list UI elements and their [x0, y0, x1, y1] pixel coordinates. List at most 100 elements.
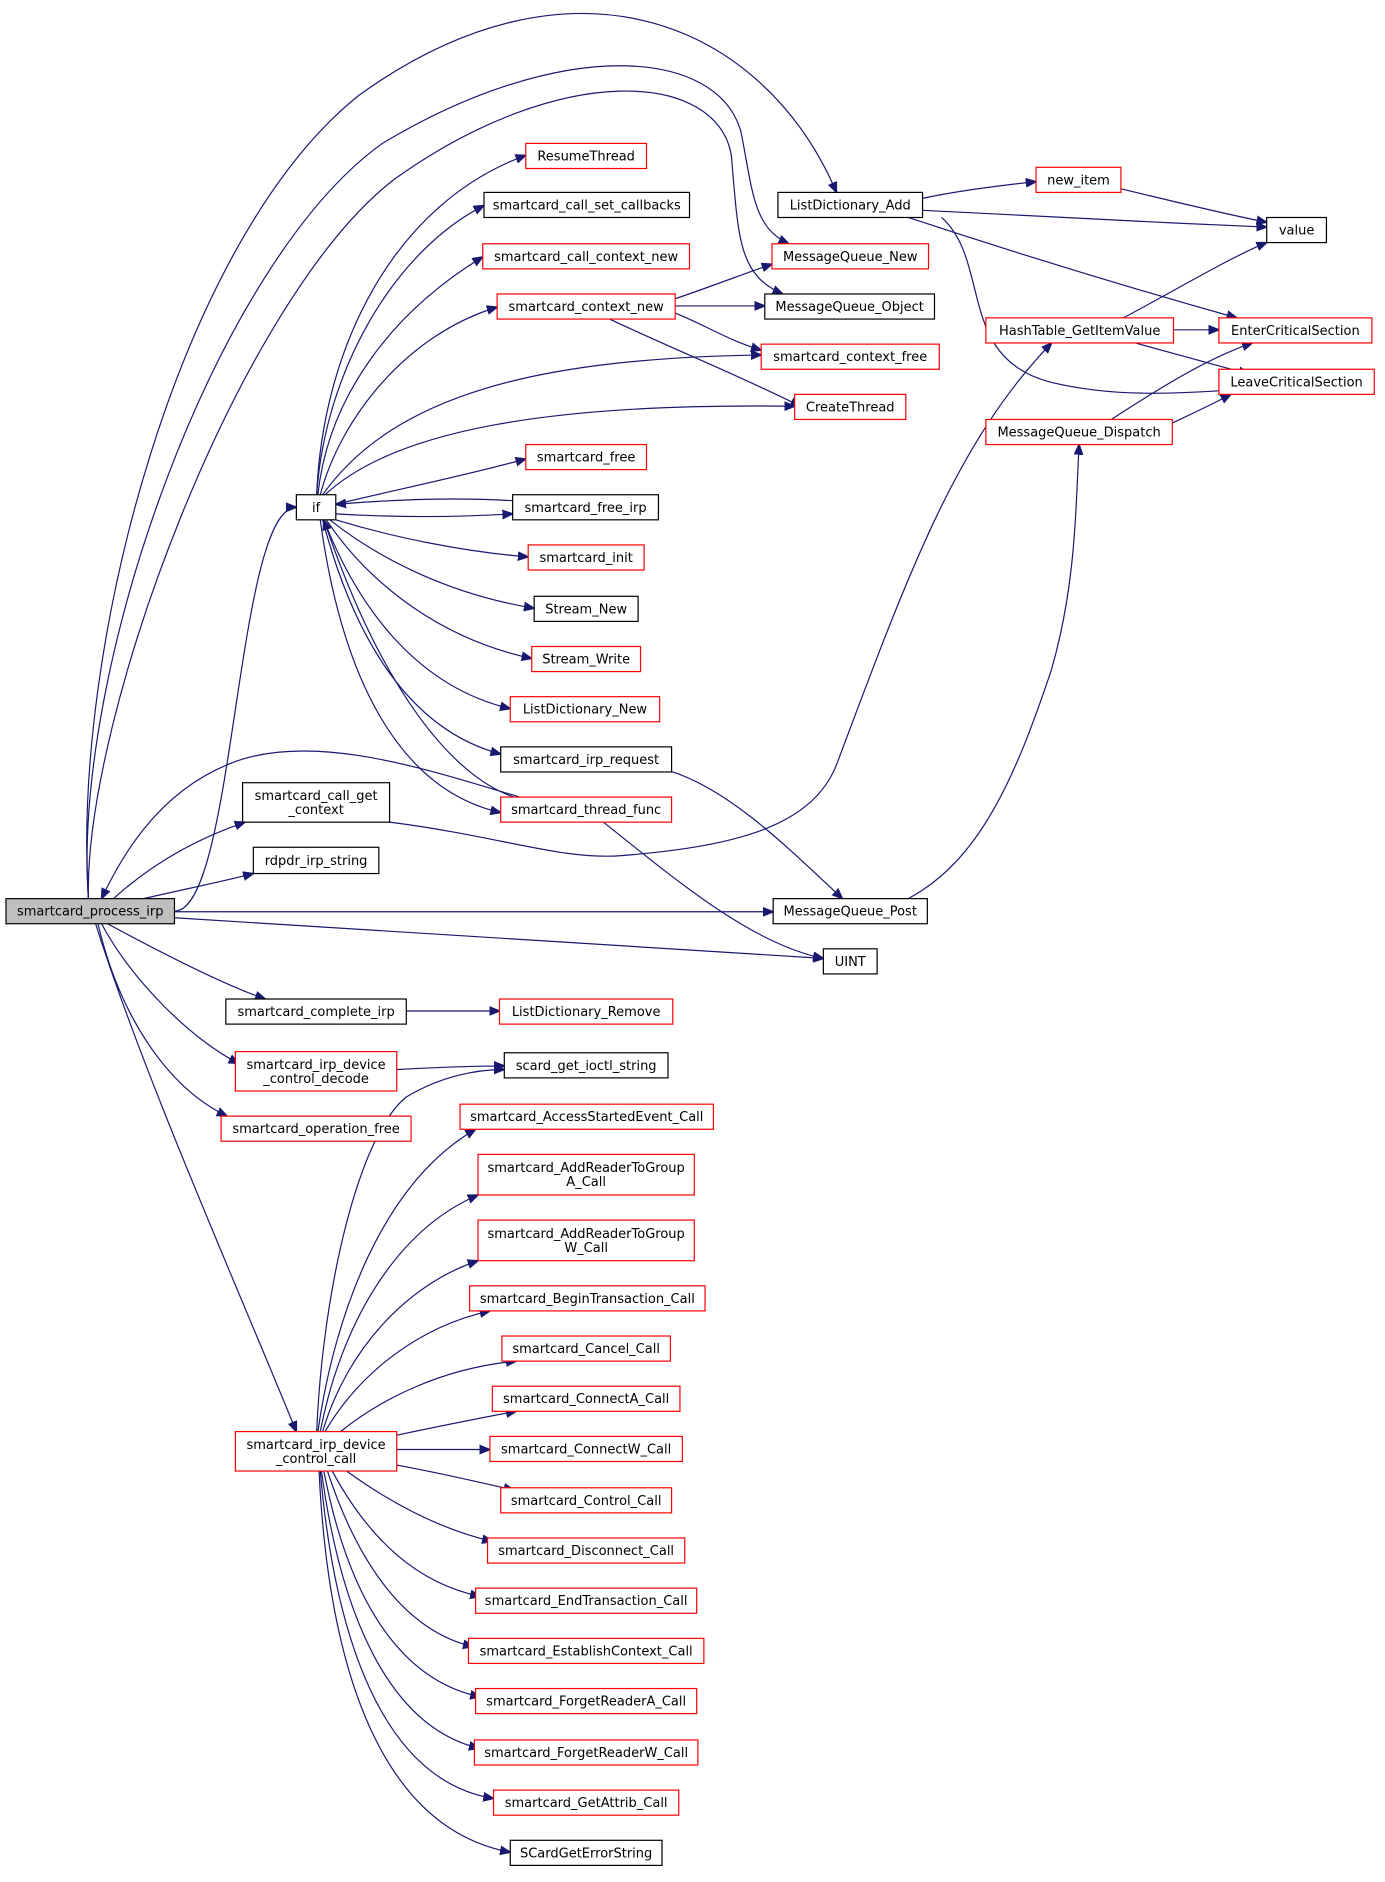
- edge-smartcard_context_new-to-smartcard_context_free: [675, 313, 761, 350]
- node-label: _context: [287, 803, 344, 818]
- node-smartcard_irp_device_control_call[interactable]: smartcard_irp_device_control_call: [234, 1431, 398, 1472]
- node-label: smartcard_EstablishContext_Call: [480, 1644, 693, 1659]
- edge-smartcard_irp_device_control_call-to-smartcard_Control_Call: [397, 1465, 514, 1490]
- node-label: smartcard_ConnectW_Call: [501, 1442, 671, 1457]
- node-smartcard_irp_device_control_decode[interactable]: smartcard_irp_device_control_decode: [234, 1050, 398, 1092]
- node-ListDictionary_New[interactable]: ListDictionary_New: [509, 696, 661, 723]
- edge-if-to-Stream_New: [330, 520, 534, 608]
- node-label: MessageQueue_New: [783, 250, 918, 265]
- node-smartcard_ConnectA_Call[interactable]: smartcard_ConnectA_Call: [491, 1385, 681, 1412]
- edge-smartcard_irp_device_control_call-to-smartcard_EndTransaction_Call: [332, 1471, 480, 1596]
- node-smartcard_free[interactable]: smartcard_free: [525, 443, 648, 471]
- node-box: [234, 1431, 398, 1472]
- node-box: [500, 1487, 673, 1514]
- node-box: [5, 898, 176, 925]
- node-smartcard_complete_irp[interactable]: smartcard_complete_irp: [225, 998, 407, 1025]
- node-smartcard_EndTransaction_Call[interactable]: smartcard_EndTransaction_Call: [475, 1587, 698, 1614]
- node-smartcard_context_new[interactable]: smartcard_context_new: [496, 293, 676, 320]
- node-Stream_New[interactable]: Stream_New: [533, 595, 639, 622]
- node-smartcard_call_get_context[interactable]: smartcard_call_get_context: [241, 782, 391, 823]
- node-EnterCriticalSection[interactable]: EnterCriticalSection: [1218, 317, 1373, 344]
- node-box: [491, 1385, 681, 1412]
- node-smartcard_EstablishContext_Call[interactable]: smartcard_EstablishContext_Call: [467, 1637, 705, 1665]
- node-smartcard_operation_free[interactable]: smartcard_operation_free: [220, 1115, 412, 1142]
- node-smartcard_ForgetReaderA_Call[interactable]: smartcard_ForgetReaderA_Call: [475, 1687, 698, 1715]
- node-box: [486, 1537, 686, 1564]
- node-label: smartcard_operation_free: [232, 1122, 399, 1137]
- node-smartcard_thread_func[interactable]: smartcard_thread_func: [500, 796, 673, 823]
- node-box: [500, 746, 673, 773]
- node-smartcard_call_set_callbacks[interactable]: smartcard_call_set_callbacks: [483, 191, 691, 219]
- node-MessageQueue_New[interactable]: MessageQueue_New: [771, 243, 930, 270]
- node-ListDictionary_Add[interactable]: ListDictionary_Add: [777, 191, 924, 219]
- node-smartcard_Cancel_Call[interactable]: smartcard_Cancel_Call: [501, 1335, 671, 1362]
- node-ResumeThread[interactable]: ResumeThread: [525, 142, 648, 170]
- node-smartcard_GetAttrib_Call[interactable]: smartcard_GetAttrib_Call: [492, 1789, 680, 1816]
- node-label: smartcard_Cancel_Call: [512, 1342, 660, 1357]
- edge-smartcard_process_irp-to-MessageQueue_Object: [88, 91, 782, 899]
- node-label: smartcard_ForgetReaderW_Call: [484, 1746, 688, 1761]
- node-smartcard_ConnectW_Call[interactable]: smartcard_ConnectW_Call: [489, 1435, 683, 1463]
- node-box: [1266, 216, 1328, 244]
- node-label: smartcard_thread_func: [511, 803, 661, 818]
- node-label: Stream_Write: [542, 653, 630, 668]
- edge-if-to-CreateThread: [325, 406, 795, 495]
- node-label: smartcard_ForgetReaderA_Call: [486, 1695, 686, 1710]
- node-box: [225, 998, 407, 1025]
- edge-HashTable_GetItemValue-to-value: [1123, 243, 1266, 318]
- node-ListDictionary_Remove[interactable]: ListDictionary_Remove: [498, 998, 674, 1025]
- edge-smartcard_call_get_context-to-HashTable_GetItemValue: [390, 343, 1052, 856]
- node-box: [1218, 368, 1375, 395]
- node-MessageQueue_Object[interactable]: MessageQueue_Object: [764, 293, 936, 320]
- node-box: [252, 846, 380, 875]
- node-smartcard_context_free[interactable]: smartcard_context_free: [760, 343, 940, 370]
- node-box: [492, 1789, 680, 1816]
- node-smartcard_call_context_new[interactable]: smartcard_call_context_new: [482, 243, 691, 270]
- node-CreateThread[interactable]: CreateThread: [794, 393, 907, 421]
- node-box: [459, 1103, 715, 1130]
- edge-smartcard_process_irp-to-UINT: [174, 918, 823, 959]
- node-label: smartcard_call_context_new: [494, 250, 678, 265]
- node-smartcard_BeginTransaction_Call[interactable]: smartcard_BeginTransaction_Call: [469, 1285, 706, 1312]
- edge-if-to-smartcard_free_irp: [336, 514, 513, 517]
- node-smartcard_free_irp[interactable]: smartcard_free_irp: [512, 494, 660, 521]
- node-smartcard_Disconnect_Call[interactable]: smartcard_Disconnect_Call: [486, 1537, 686, 1564]
- edge-smartcard_irp_device_control_call-to-smartcard_ForgetReaderA_Call: [324, 1471, 481, 1697]
- node-box: [498, 998, 674, 1025]
- node-label: Stream_New: [545, 602, 627, 617]
- node-smartcard_ForgetReaderW_Call[interactable]: smartcard_ForgetReaderW_Call: [473, 1739, 699, 1766]
- node-scard_get_ioctl_string[interactable]: scard_get_ioctl_string: [503, 1052, 669, 1079]
- node-Stream_Write[interactable]: Stream_Write: [531, 645, 642, 673]
- node-box: [483, 191, 691, 219]
- node-MessageQueue_Dispatch[interactable]: MessageQueue_Dispatch: [985, 418, 1173, 446]
- edge-if-to-smartcard_context_free: [323, 355, 762, 495]
- node-label: smartcard_free: [537, 451, 635, 466]
- node-smartcard_process_irp[interactable]: smartcard_process_irp: [5, 898, 176, 925]
- node-new_item[interactable]: new_item: [1035, 166, 1122, 193]
- node-box: [771, 243, 930, 270]
- node-smartcard_AccessStartedEvent_Call[interactable]: smartcard_AccessStartedEvent_Call: [459, 1103, 715, 1130]
- node-label: smartcard_AddReaderToGroup: [488, 1161, 685, 1176]
- edge-if-to-ResumeThread: [317, 155, 526, 494]
- node-value[interactable]: value: [1266, 216, 1328, 244]
- edge-smartcard_process_irp-to-smartcard_irp_device_control_decode: [102, 924, 239, 1064]
- node-label: ResumeThread: [537, 149, 635, 164]
- node-MessageQueue_Post[interactable]: MessageQueue_Post: [772, 898, 928, 925]
- node-SCardGetErrorString[interactable]: SCardGetErrorString: [509, 1839, 663, 1866]
- node-smartcard_Control_Call[interactable]: smartcard_Control_Call: [500, 1487, 673, 1514]
- node-smartcard_init[interactable]: smartcard_init: [527, 544, 645, 571]
- node-rdpdr_irp_string[interactable]: rdpdr_irp_string: [252, 846, 380, 875]
- node-box: [477, 1219, 695, 1262]
- edge-if-to-smartcard_call_set_callbacks: [317, 206, 484, 495]
- node-UINT[interactable]: UINT: [822, 948, 878, 975]
- node-smartcard_irp_request[interactable]: smartcard_irp_request: [500, 746, 673, 773]
- node-label: scard_get_ioctl_string: [516, 1059, 657, 1074]
- node-if[interactable]: if: [295, 494, 337, 521]
- edge-smartcard_process_irp-to-if: [174, 507, 296, 911]
- node-box: [772, 898, 928, 925]
- node-LeaveCriticalSection[interactable]: LeaveCriticalSection: [1218, 368, 1375, 395]
- edge-smartcard_process_irp-to-smartcard_call_get_context: [114, 822, 245, 898]
- node-HashTable_GetItemValue[interactable]: HashTable_GetItemValue: [985, 317, 1175, 344]
